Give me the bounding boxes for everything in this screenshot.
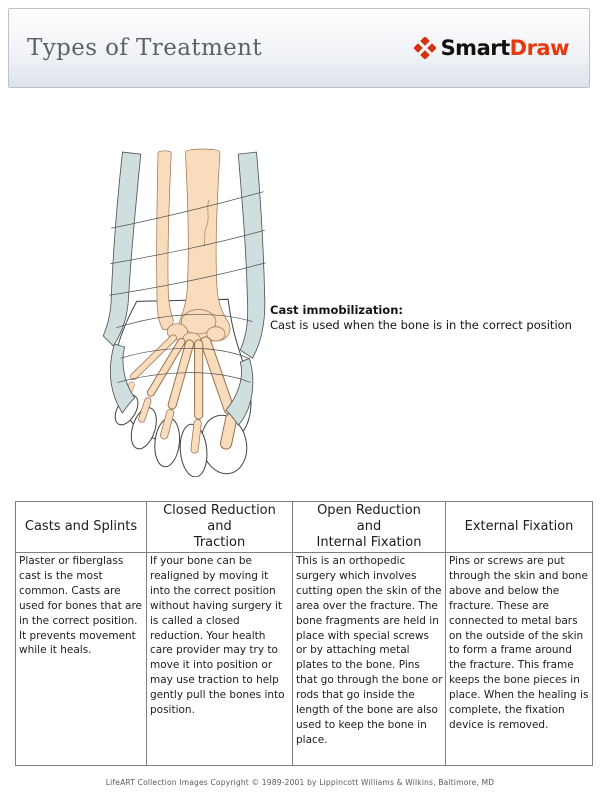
figure-caption: Cast immobilization: Cast is used when t… [270, 303, 592, 333]
logo-draw-text: Draw [509, 36, 570, 60]
copyright-footer: LifeART Collection Images Copyright © 19… [105, 778, 495, 787]
cell-external-fixation-description: Pins or screws are put through the skin … [445, 552, 593, 766]
cell-casts-and-splints-description: Plaster or fiberglass cast is the most c… [15, 552, 147, 766]
cell-closed-reduction-description: If your bone can be realigned by moving … [146, 552, 293, 766]
logo-smart-text: Smart [440, 36, 511, 60]
col-header-external-fixation: External Fixation [445, 501, 593, 553]
smartdraw-logo: SmartDraw [412, 36, 570, 60]
header-banner: Types of Treatment SmartDraw [8, 8, 590, 88]
col-header-casts-and-splints: Casts and Splints [15, 501, 147, 553]
table-body-row: Plaster or fiberglass cast is the most c… [15, 552, 593, 766]
foot-in-cast-svg [102, 148, 266, 478]
smartdraw-logo-text: SmartDraw [440, 36, 570, 60]
figure-caption-text: Cast is used when the bone is in the cor… [270, 318, 572, 332]
figure-caption-title: Cast immobilization: [270, 303, 403, 317]
page-title: Types of Treatment [27, 35, 263, 61]
col-header-closed-reduction-traction: Closed Reduction and Traction [146, 501, 293, 553]
treatments-table: Casts and Splints Closed Reduction and T… [15, 501, 593, 766]
smartdraw-diamonds-icon [412, 36, 437, 60]
cell-open-reduction-description: This is an orthopedic surgery which invo… [292, 552, 446, 766]
foot-in-cast-illustration [100, 147, 278, 478]
table-header-row: Casts and Splints Closed Reduction and T… [15, 501, 593, 553]
col-header-open-reduction-internal-fixation: Open Reduction and Internal Fixation [292, 501, 446, 553]
